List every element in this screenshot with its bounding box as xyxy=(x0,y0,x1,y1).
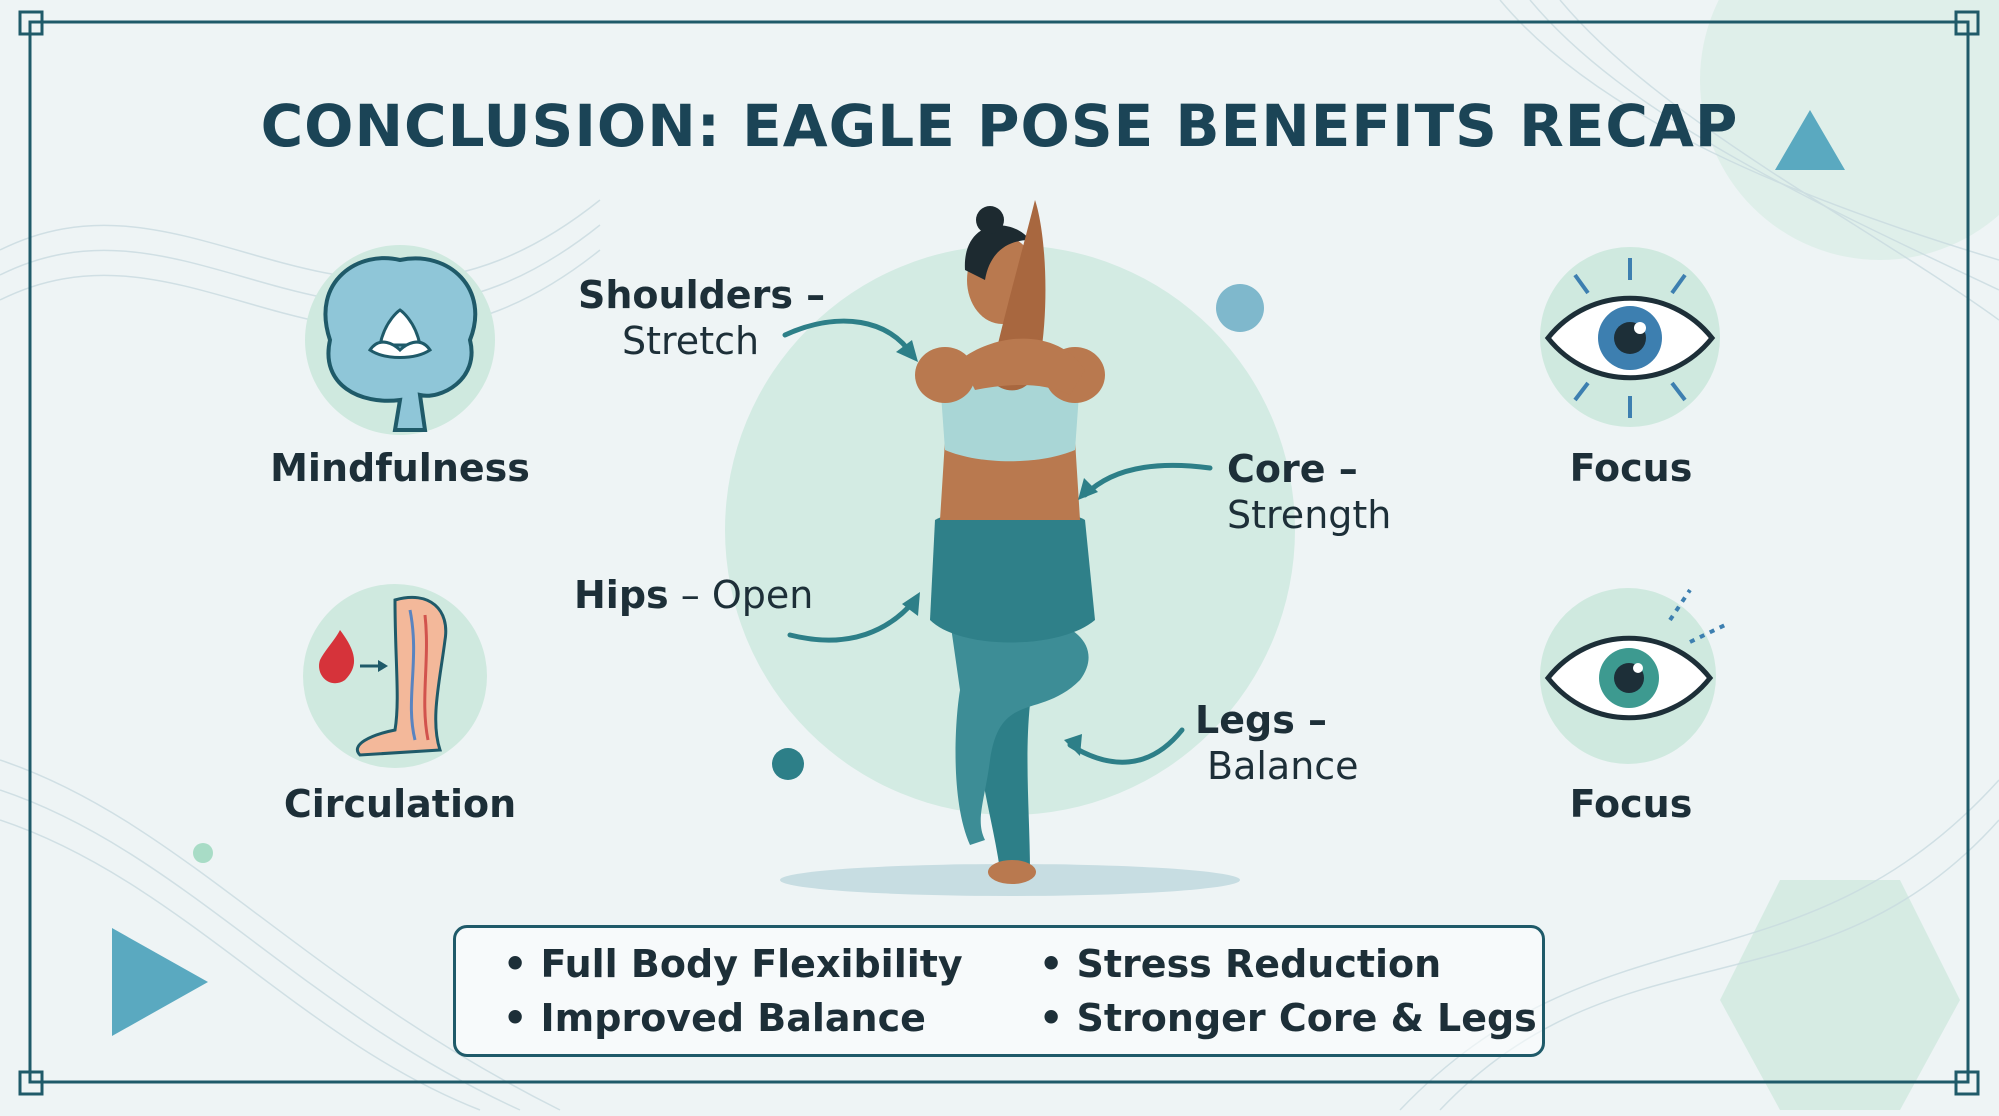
frame-corner xyxy=(18,10,44,36)
triangle-decoration xyxy=(1775,110,1845,170)
annotation-shoulders-term: Shoulders – xyxy=(578,273,826,317)
arrow-hips xyxy=(787,597,918,643)
frame-border xyxy=(28,20,1970,1084)
summary-box: • Full Body Flexibility • Stress Reducti… xyxy=(453,925,1545,1057)
annotation-arrows xyxy=(782,318,1213,765)
annotation-core: Core – Strength xyxy=(1227,446,1391,538)
arrow-core xyxy=(1082,462,1213,498)
annotation-legs-detail: Balance xyxy=(1207,744,1359,788)
benefit-label-mindfulness: Mindfulness xyxy=(270,446,530,490)
benefit-label-focus-top: Focus xyxy=(1569,446,1693,490)
hexagon-decoration xyxy=(1720,880,1960,1110)
summary-item-core-legs: • Stronger Core & Legs xyxy=(1039,996,1537,1040)
annotation-core-term: Core – xyxy=(1227,447,1358,491)
dot-decoration xyxy=(1216,284,1264,332)
arrow-shoulders xyxy=(782,318,915,358)
brain-lotus-icon xyxy=(305,245,495,435)
eye-icon xyxy=(1540,588,1726,764)
annotation-shoulders-detail: Stretch xyxy=(622,319,760,363)
eye-icon xyxy=(1540,247,1720,427)
arrow-heads xyxy=(896,340,1098,756)
frame-corner xyxy=(18,1070,44,1096)
annotation-legs: Legs – Balance xyxy=(1195,697,1359,789)
dot-decoration xyxy=(772,748,804,780)
eagle-pose-figure xyxy=(915,200,1105,884)
frame-corner xyxy=(1954,10,1980,36)
page-title: CONCLUSION: EAGLE POSE BENEFITS RECAP xyxy=(260,92,1739,160)
annotation-hips: Hips – Open xyxy=(574,572,813,618)
corner-blob xyxy=(1700,0,1999,260)
annotation-shoulders: Shoulders – Stretch xyxy=(578,272,825,364)
summary-item-flexibility: • Full Body Flexibility xyxy=(503,942,963,986)
frame-corner xyxy=(1954,1070,1980,1096)
annotation-core-detail: Strength xyxy=(1227,493,1392,537)
benefit-label-focus-bottom: Focus xyxy=(1569,782,1693,826)
benefit-label-circulation: Circulation xyxy=(283,782,517,826)
annotation-hips-detail: – Open xyxy=(668,573,814,617)
summary-item-balance: • Improved Balance xyxy=(503,996,926,1040)
arrow-legs xyxy=(1067,727,1185,765)
summary-item-stress: • Stress Reduction xyxy=(1039,942,1442,986)
leg-blood-icon xyxy=(303,584,487,768)
dot-decoration xyxy=(193,843,213,863)
annotation-hips-term: Hips xyxy=(574,573,669,617)
play-triangle-decoration xyxy=(112,928,208,1036)
annotation-legs-term: Legs – xyxy=(1195,698,1328,742)
